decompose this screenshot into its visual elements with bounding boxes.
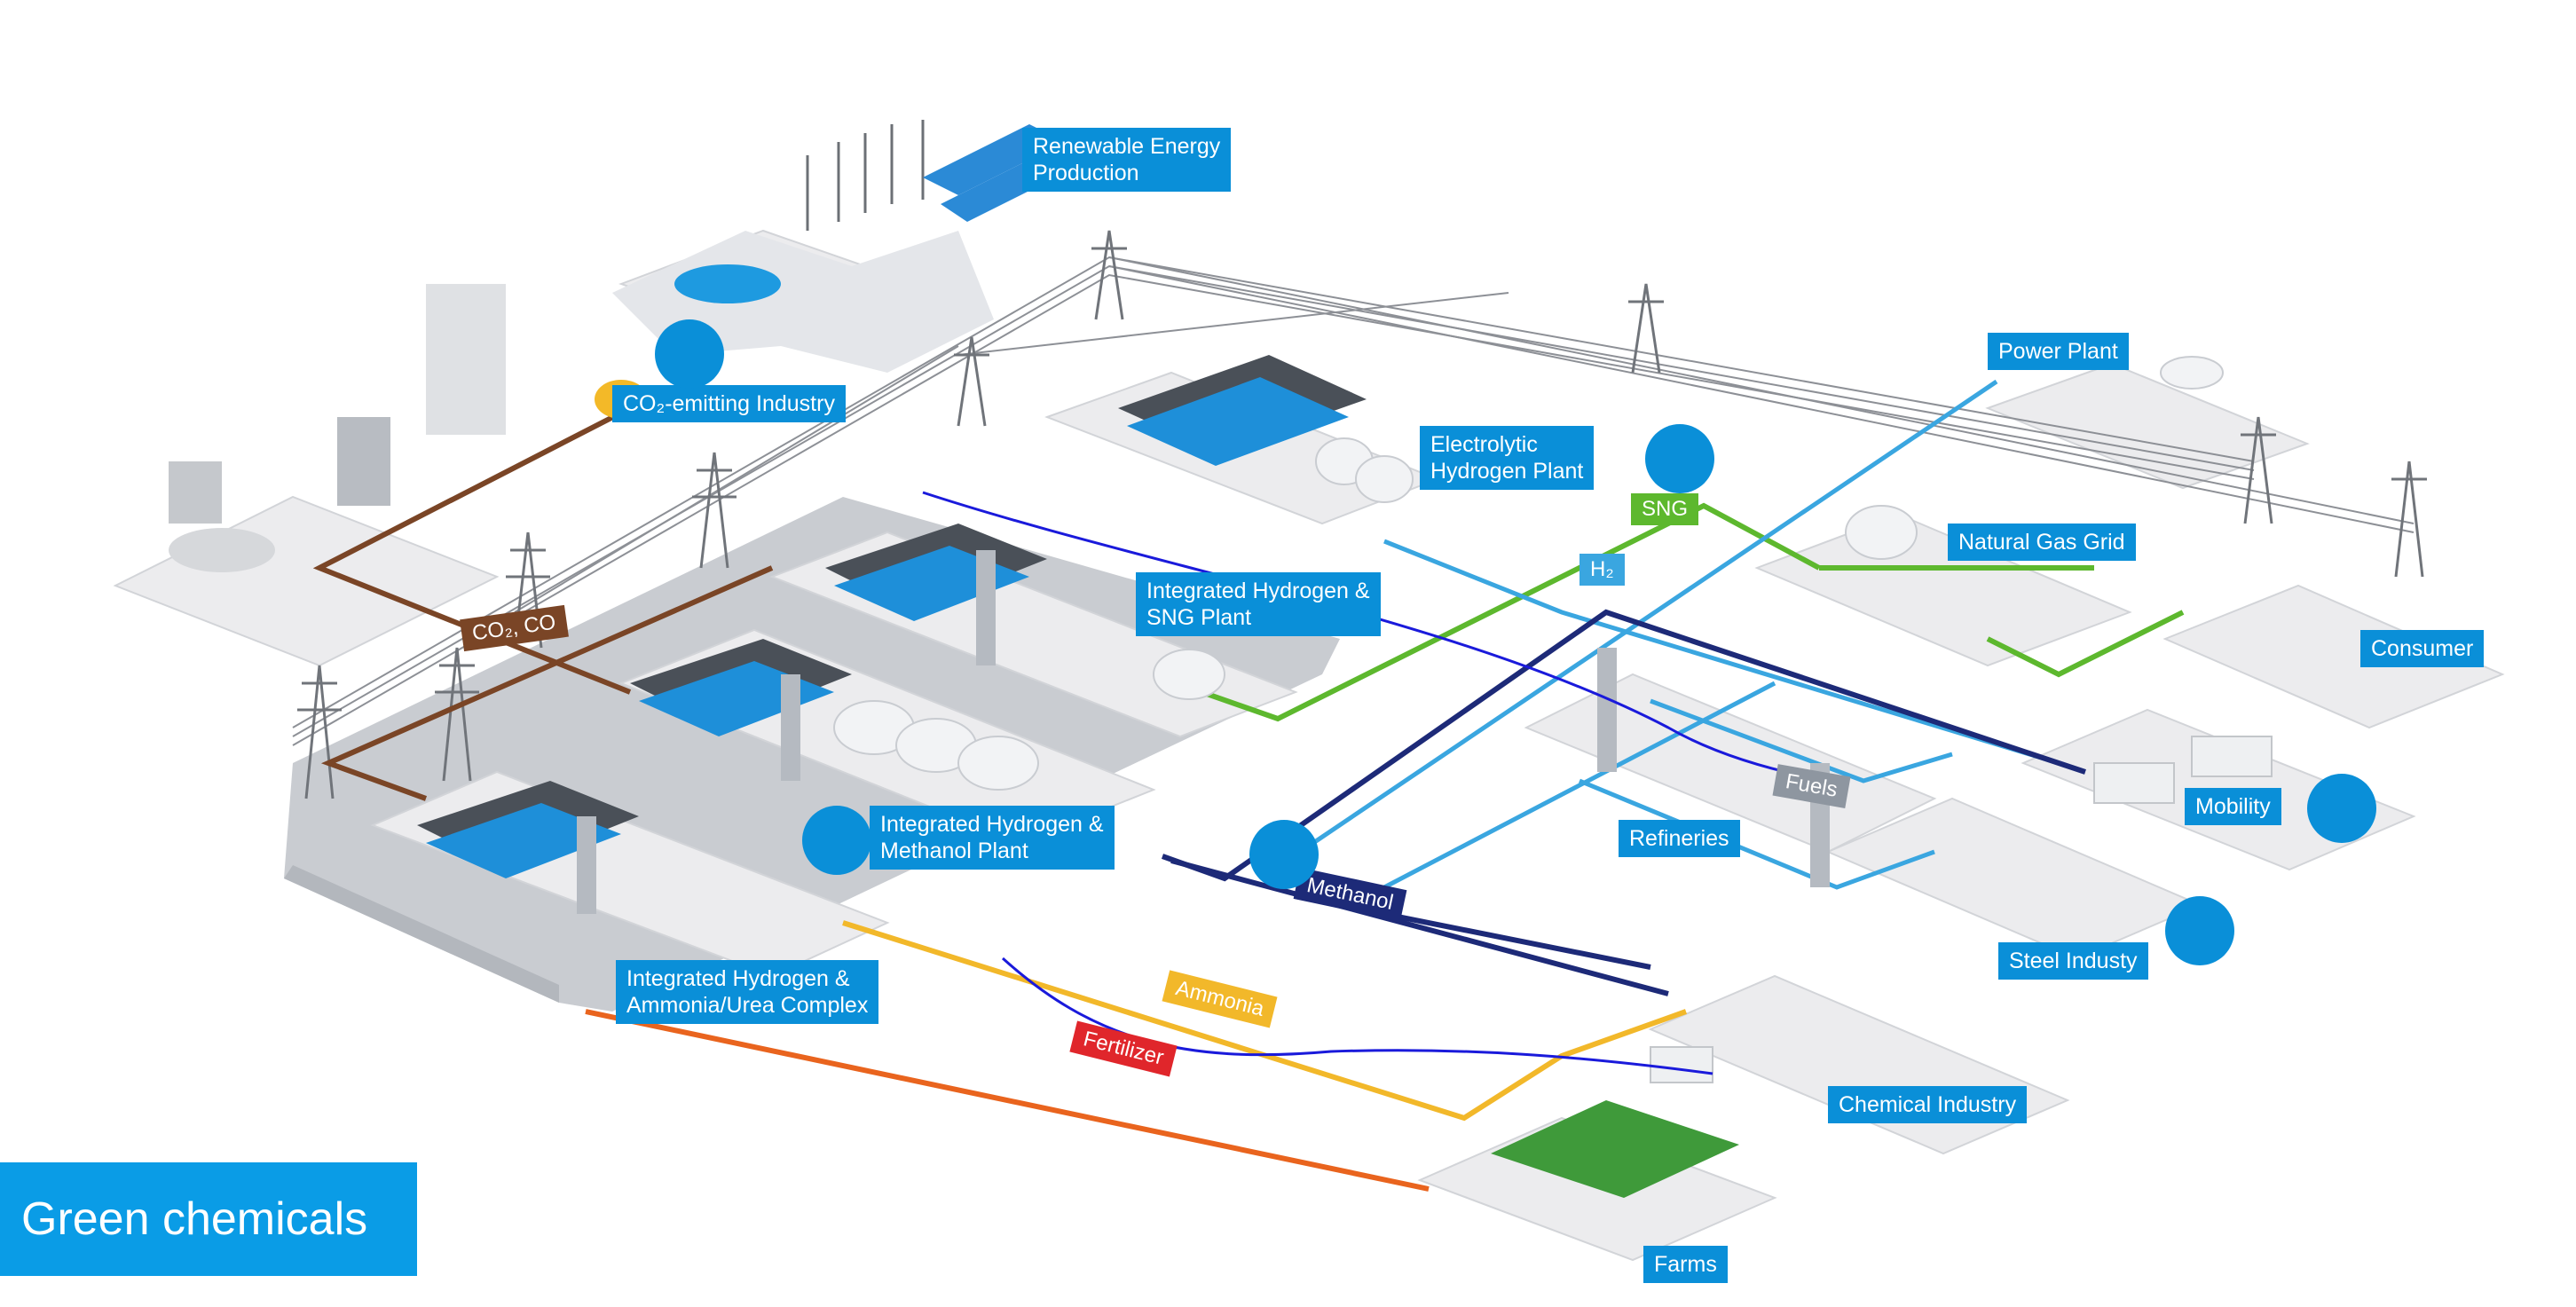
title-box: Green chemicals xyxy=(0,1162,417,1276)
marker-dot-steel xyxy=(2165,896,2234,965)
label-steel-industry: Steel Industy xyxy=(1998,942,2148,980)
label-power-plant: Power Plant xyxy=(1988,333,2129,370)
label-refineries: Refineries xyxy=(1619,820,1740,857)
flow-tag-h2: H₂ xyxy=(1579,554,1625,586)
annotation-strokes xyxy=(922,491,1829,1075)
marker-dot-mobility xyxy=(2307,774,2376,843)
marker-dot-electrolytic xyxy=(1645,424,1714,493)
label-co2-emitting-industry: CO₂-emitting Industry xyxy=(612,385,846,422)
label-chemical-industry: Chemical Industry xyxy=(1828,1086,2028,1123)
fertilizer-pipe xyxy=(585,1009,1430,1192)
label-ih-methanol-plant: Integrated Hydrogen &Methanol Plant xyxy=(870,806,1115,870)
flow-tag-sng: SNG xyxy=(1631,493,1699,525)
label-ih-ammonia-urea-complex: Integrated Hydrogen &Ammonia/Urea Comple… xyxy=(616,960,879,1024)
label-mobility: Mobility xyxy=(2185,788,2281,825)
label-consumer: Consumer xyxy=(2360,630,2485,667)
marker-dot-methanol-plant xyxy=(802,806,871,875)
sng-pipes xyxy=(1188,502,2185,722)
label-ih-sng-plant: Integrated Hydrogen &SNG Plant xyxy=(1136,572,1381,636)
electrolyzer-units xyxy=(417,355,1367,878)
marker-dot-co2-industry xyxy=(655,319,724,389)
ammonia-pipes xyxy=(842,920,1688,1122)
label-farms: Farms xyxy=(1643,1246,1728,1283)
co2-pipes xyxy=(312,401,774,801)
marker-dot-methanol-pipe xyxy=(1249,820,1319,889)
storage-tanks xyxy=(833,356,2224,791)
wind-turbines xyxy=(806,120,925,231)
label-natural-gas-grid: Natural Gas Grid xyxy=(1948,524,2136,561)
transmission-towers xyxy=(297,230,2427,799)
h2-pipes xyxy=(1312,379,2060,890)
vehicles xyxy=(1650,736,2273,1083)
power-lines xyxy=(292,256,2415,746)
farm-crops xyxy=(1491,1100,1739,1198)
